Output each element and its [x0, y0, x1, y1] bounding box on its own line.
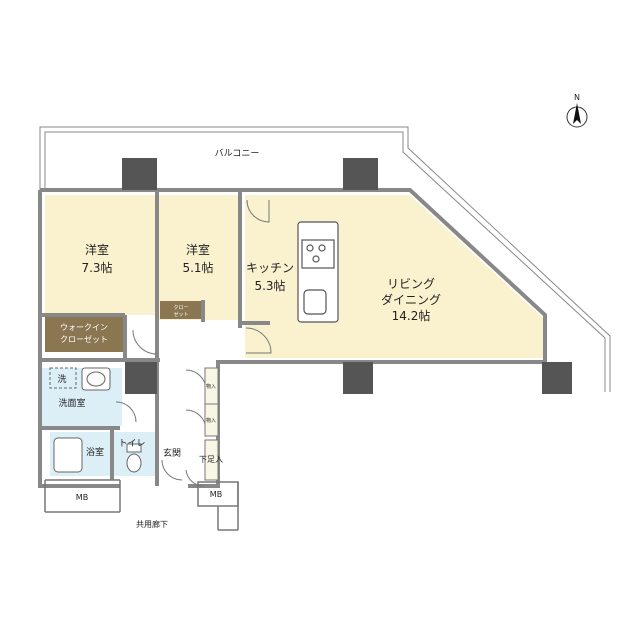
western1-size: 7.3帖	[81, 260, 112, 275]
mb-right-label: MB	[210, 490, 222, 499]
closet-label-2: ゼット	[173, 311, 188, 318]
walkin-closet-block	[45, 315, 123, 352]
room-labels: 洋室 7.3帖 洋室 5.1帖 クロー ゼット ウォークイン クローゼット キッ…	[57, 242, 441, 529]
closet-label-1: クロー	[173, 305, 188, 311]
walkin-closet-label-1: ウォークイン	[60, 323, 108, 332]
toilet-label: トイレ	[118, 439, 145, 449]
balcony-outline	[39, 126, 611, 392]
storage2-label: 物入	[206, 417, 216, 424]
living-label-1: リビング	[387, 277, 435, 291]
wash-label: 洗	[57, 373, 66, 385]
north-arrow-icon: N	[566, 93, 588, 128]
western1-name: 洋室	[85, 242, 109, 257]
kitchen-name: キッチン	[246, 261, 294, 275]
compass-label: N	[574, 93, 580, 102]
kitchen-size: 5.3帖	[254, 278, 285, 293]
pillars	[122, 158, 572, 394]
entrance-storage	[204, 367, 219, 481]
corridor-label: 共用廊下	[136, 519, 168, 529]
walkin-closet-label-2: クローゼット	[60, 334, 108, 344]
entrance-label: 玄関	[163, 447, 181, 459]
thin-walls	[44, 479, 239, 531]
wash-fixtures	[49, 367, 142, 473]
storage1-label: 物入	[206, 383, 216, 390]
living-label-2: ダイニング	[381, 292, 441, 307]
living-size: 14.2帖	[392, 308, 431, 323]
balcony-label: バルコニー	[215, 148, 260, 159]
shoebox-label: 下足入	[199, 455, 223, 464]
washroom-label: 洗面室	[58, 397, 85, 409]
kitchen-counter	[297, 221, 339, 323]
western2-size: 5.1帖	[182, 260, 213, 275]
bath-label: 浴室	[86, 446, 104, 458]
mb-left-label: MB	[76, 493, 88, 502]
closet-block	[160, 301, 203, 319]
western2-name: 洋室	[186, 242, 210, 257]
